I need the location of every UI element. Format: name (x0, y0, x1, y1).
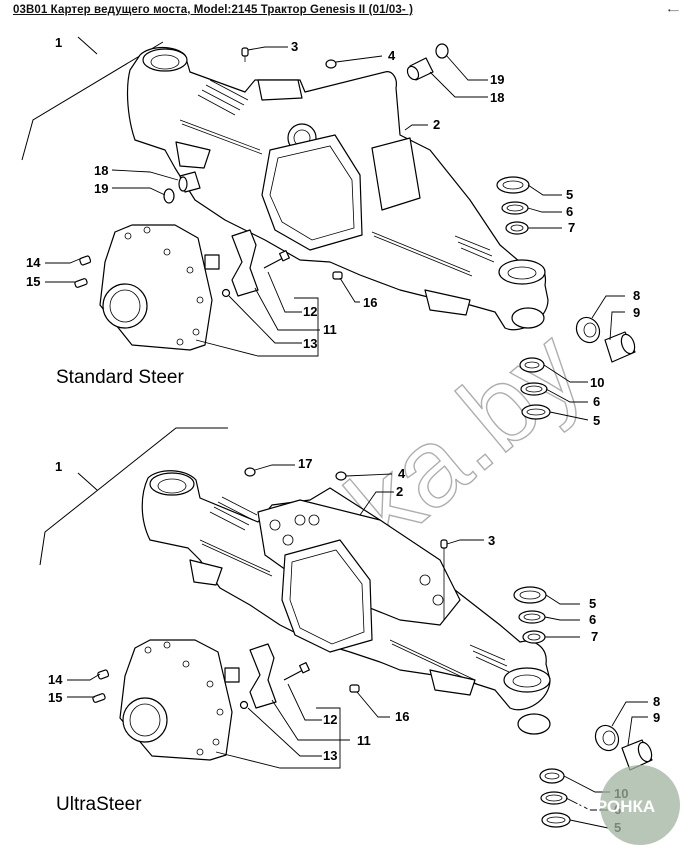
axle-housing-standard (126, 46, 549, 331)
pin-15-ultrasteer (92, 693, 106, 703)
kingpin-stack-bottom-ultrasteer (539, 768, 571, 828)
agronka-logo-watermark: АГРОНКА (574, 765, 680, 845)
screw-14-ultrasteer (97, 669, 110, 680)
callout-13: 13 (323, 748, 337, 763)
differential-carrier-ultrasteer (119, 639, 240, 761)
section-ultrasteer: 1 2 3 4 17 5 6 7 8 9 10 6 5 14 15 12 11 … (39, 427, 660, 835)
bearing-cap-standard (231, 229, 259, 297)
callout-6-top: 6 (566, 204, 573, 219)
callout-1: 1 (55, 459, 62, 474)
callout-18-top: 18 (490, 90, 504, 105)
callout-11: 11 (323, 322, 337, 337)
plug-16-ultrasteer (349, 684, 360, 693)
callout-6-top: 6 (589, 612, 596, 627)
callout-8: 8 (633, 288, 640, 303)
callout-1: 1 (55, 35, 62, 50)
callout-10: 10 (590, 375, 604, 390)
callout-5-top: 5 (566, 187, 573, 202)
dowel-pin-standard (221, 288, 231, 298)
callout-2: 2 (433, 117, 440, 132)
leaders-ultrasteer (67, 464, 648, 829)
bolt-ultrasteer (283, 662, 310, 681)
logo-circle (600, 765, 680, 845)
grease-fitting-standard (241, 47, 249, 62)
plug-16-standard (332, 271, 343, 280)
nut-8-standard (575, 316, 601, 344)
bushing-18-top (406, 57, 434, 81)
callout-5-bottom: 5 (593, 413, 600, 428)
leader-1-tick (77, 36, 98, 55)
callout-13: 13 (303, 336, 317, 351)
callout-12: 12 (303, 304, 317, 319)
diagram-title: 03B01 Картер ведущего моста, Model:2145 … (13, 4, 414, 16)
section-label-standard-steer: Standard Steer (56, 367, 184, 388)
kingpin-stack-bottom-standard (519, 357, 551, 420)
callout-3: 3 (291, 39, 298, 54)
callout-6-bottom: 6 (593, 394, 600, 409)
callout-5-top: 5 (589, 596, 596, 611)
plug-4-standard (325, 59, 337, 69)
callout-14: 14 (26, 255, 41, 270)
callout-7: 7 (591, 629, 598, 644)
bushing-18-left (178, 171, 201, 193)
callout-18-left: 18 (94, 163, 108, 178)
callout-3: 3 (488, 533, 495, 548)
callout-11: 11 (357, 733, 371, 748)
sleeve-9-standard (604, 331, 636, 363)
callout-15: 15 (26, 274, 40, 289)
assembly-leader-1-ultra (39, 427, 228, 566)
seal-19-left (163, 188, 175, 204)
section-standard-steer: 1 2 3 4 19 18 18 19 5 6 7 8 9 10 6 5 14 … (21, 35, 640, 428)
assembly-leader-1 (21, 41, 164, 161)
callout-17: 17 (298, 456, 312, 471)
kingpin-stack-top-ultrasteer (513, 586, 547, 644)
differential-carrier-standard (99, 224, 220, 351)
callout-9: 9 (653, 710, 660, 725)
callout-14: 14 (48, 672, 63, 687)
callout-16: 16 (395, 709, 409, 724)
callout-16: 16 (363, 295, 377, 310)
axle-housing-ultrasteer (141, 470, 551, 735)
callouts-standard: 1 2 3 4 19 18 18 19 5 6 7 8 9 10 6 5 14 … (26, 35, 640, 428)
sleeve-9-ultrasteer (621, 739, 653, 771)
seal-19-top (435, 43, 449, 59)
kingpin-stack-top-standard (496, 176, 530, 235)
bolt-standard (263, 250, 290, 269)
section-label-ultrasteer: UltraSteer (56, 794, 142, 815)
pin-15-standard (74, 278, 88, 288)
callout-7: 7 (568, 220, 575, 235)
callout-19-left: 19 (94, 181, 108, 196)
leaders-standard (45, 46, 625, 421)
leader-1-tick-ultra (77, 472, 98, 491)
plug-17-ultrasteer (244, 467, 256, 477)
callout-2: 2 (396, 484, 403, 499)
callout-12: 12 (323, 712, 337, 727)
bearing-cap-ultrasteer (249, 643, 277, 709)
callout-4: 4 (398, 466, 406, 481)
plug-4-ultrasteer (335, 471, 347, 481)
callout-4: 4 (388, 48, 396, 63)
nut-8-ultrasteer (594, 724, 620, 752)
screw-14-standard (79, 255, 92, 266)
logo-text: АГРОНКА (574, 797, 655, 816)
callout-19-top: 19 (490, 72, 504, 87)
dowel-pin-ultrasteer (239, 700, 249, 710)
callout-9: 9 (633, 305, 640, 320)
callout-15: 15 (48, 690, 62, 705)
callout-8: 8 (653, 694, 660, 709)
corner-mark: •— (668, 6, 679, 15)
